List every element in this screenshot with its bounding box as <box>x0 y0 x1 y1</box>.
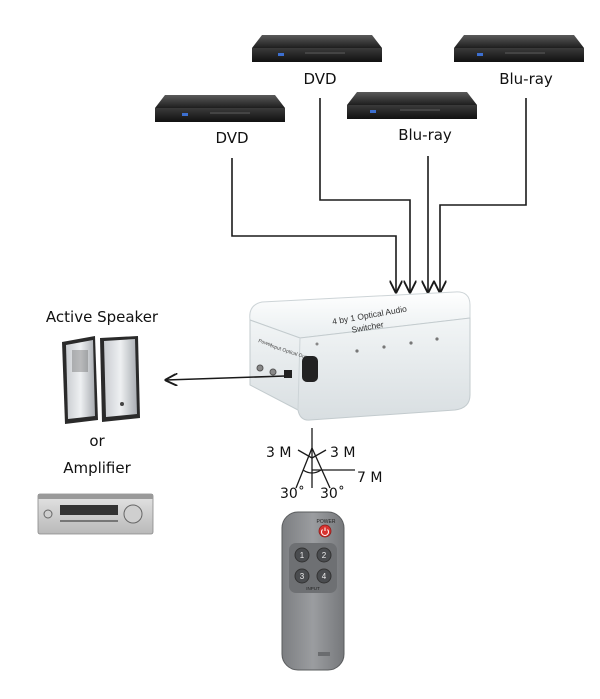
remote-button-2 <box>316 547 332 563</box>
range-left-angle: 30˚ <box>280 485 305 502</box>
remote-button-4 <box>316 568 332 584</box>
power-port <box>256 364 264 372</box>
remote-button-label-2: 2 <box>322 551 327 560</box>
source-label-dvd-1: DVD <box>215 129 248 147</box>
active-speaker <box>62 336 140 424</box>
bluray-player-2 <box>454 35 584 62</box>
power-icon <box>321 527 329 536</box>
remote-control: POWER 1 2 3 4 INPUT <box>281 511 345 671</box>
range-left-distance: 3 M <box>266 445 291 461</box>
switcher-input-indicators <box>355 337 439 353</box>
remote-input-label: INPUT <box>306 586 320 591</box>
remote-button-label-3: 3 <box>300 572 305 581</box>
ir-range-diagram <box>295 428 355 489</box>
remote-button-3 <box>294 568 310 584</box>
ir-led <box>315 342 319 346</box>
dvd-player-2 <box>252 35 382 62</box>
source-label-dvd-2: DVD <box>303 70 336 88</box>
source-label-bluray-1: Blu-ray <box>398 126 452 144</box>
output-cable <box>166 376 286 380</box>
active-speaker-label: Active Speaker <box>46 308 159 326</box>
ir-receiver-window <box>302 356 318 382</box>
range-right-angle: 30˚ <box>320 485 345 502</box>
dvd-player-1 <box>155 95 285 122</box>
cable-bluray-2 <box>440 98 527 292</box>
remote-power-label: POWER <box>317 519 336 525</box>
range-right-distance: 3 M <box>330 445 355 461</box>
cable-dvd-1 <box>231 158 396 292</box>
amplifier <box>37 493 154 535</box>
optical-out-port <box>284 370 292 378</box>
range-front-distance: 7 M <box>357 470 382 486</box>
optical-audio-switcher: 4 by 1 Optical Audio Switcher Power Inpu… <box>249 291 471 421</box>
bluray-player-1 <box>347 92 477 119</box>
or-label: or <box>89 432 105 450</box>
remote-button-label-1: 1 <box>300 551 305 560</box>
remote-button-label-4: 4 <box>322 572 327 581</box>
amplifier-label: Amplifier <box>63 459 131 477</box>
input-port <box>269 368 277 376</box>
cable-dvd-2 <box>319 98 410 292</box>
switcher-power-label: Power <box>257 338 273 348</box>
remote-button-1 <box>294 547 310 563</box>
input-cables <box>231 98 527 292</box>
source-label-bluray-2: Blu-ray <box>499 70 553 88</box>
switcher-input-label: Input <box>269 343 282 352</box>
